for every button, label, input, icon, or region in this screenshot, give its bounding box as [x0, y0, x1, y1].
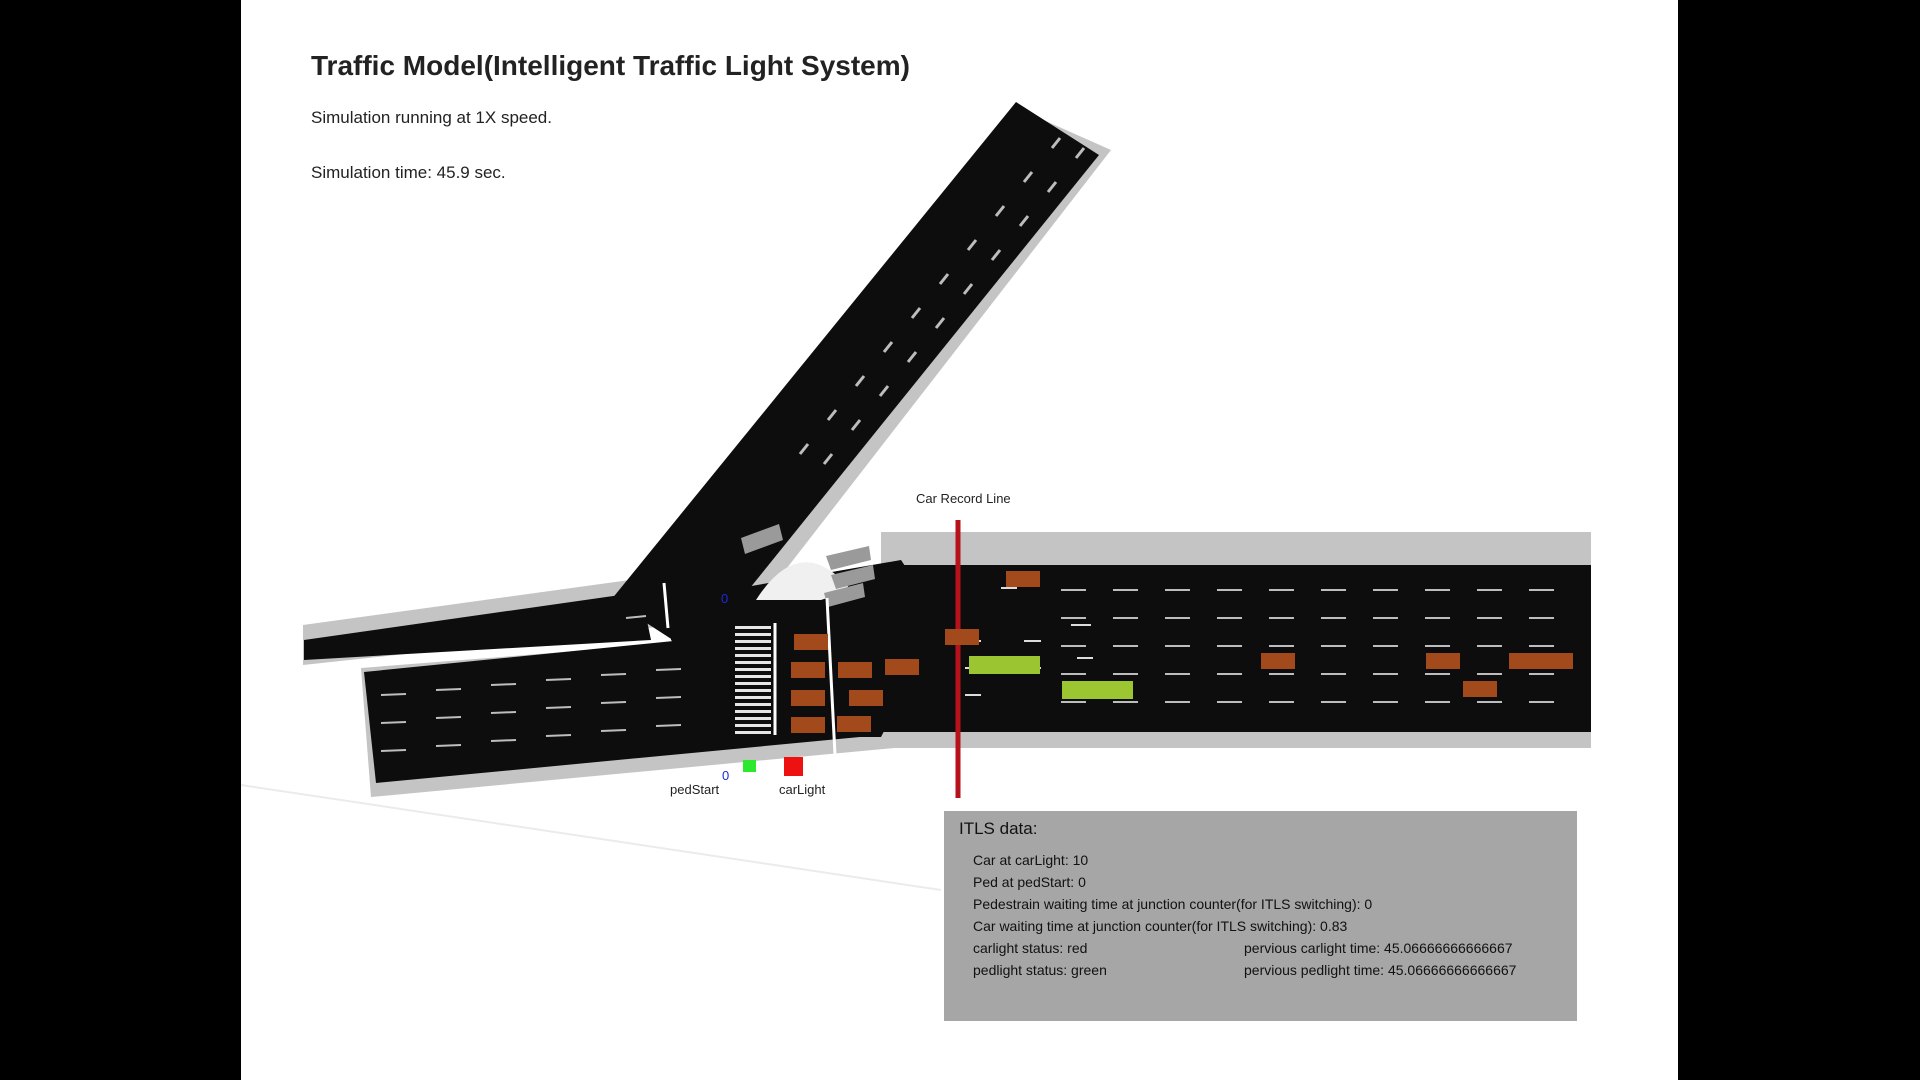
ped-wait-counter: Pedestrain waiting time at junction coun…	[973, 896, 1373, 912]
road-network: Car Record Line pedStart carLight 0 0	[241, 102, 1591, 891]
traffic-island	[756, 562, 851, 600]
stop-lines	[662, 582, 837, 756]
car-light-label: carLight	[779, 782, 826, 797]
roads	[304, 102, 1591, 783]
ped-start-label: pedStart	[670, 782, 720, 797]
prev-carlight-time: pervious carlight time: 45.0666666666666…	[1244, 940, 1513, 956]
bus	[1062, 681, 1133, 699]
car	[1509, 653, 1573, 669]
ped-light	[743, 760, 756, 772]
car	[1426, 653, 1460, 669]
itls-panel-title: ITLS data:	[959, 819, 1038, 838]
bus	[969, 656, 1040, 674]
car	[838, 662, 872, 678]
car	[791, 717, 825, 733]
car	[837, 716, 871, 732]
car	[1261, 653, 1295, 669]
buses	[969, 656, 1133, 699]
car	[849, 690, 883, 706]
crosswalk-left	[735, 626, 771, 734]
car-at-carlight: Car at carLight: 10	[973, 852, 1089, 868]
ground-line	[241, 784, 942, 891]
car	[1006, 571, 1040, 587]
left-lane-marks	[380, 615, 682, 752]
car	[791, 662, 825, 678]
ped-count-upper: 0	[721, 591, 728, 606]
car-wait-counter: Car waiting time at junction counter(for…	[973, 918, 1348, 934]
prev-pedlight-time: pervious pedlight time: 45.0666666666666…	[1244, 962, 1517, 978]
crosswalk-upper	[741, 524, 875, 607]
car-record-line-label: Car Record Line	[916, 491, 1011, 506]
itls-data-panel: ITLS data: Car at carLight: 10 Ped at pe…	[944, 811, 1577, 1021]
simulation-canvas: Car Record Line pedStart carLight 0 0 Tr…	[241, 0, 1678, 1080]
car	[791, 690, 825, 706]
car	[885, 659, 919, 675]
car-light	[784, 757, 803, 776]
right-lane-marks	[1061, 589, 1554, 703]
ped-at-pedstart: Ped at pedStart: 0	[973, 874, 1086, 890]
simulation-time: Simulation time: 45.9 sec.	[311, 163, 506, 182]
cars	[791, 571, 1573, 733]
simulation-speed: Simulation running at 1X speed.	[311, 108, 552, 127]
car	[794, 634, 828, 650]
car	[1463, 681, 1497, 697]
pedlight-status: pedlight status: green	[973, 962, 1107, 978]
carlight-status: carlight status: red	[973, 940, 1088, 956]
diagonal-lane-marks	[798, 137, 1086, 465]
ped-count-lower: 0	[722, 768, 729, 783]
car	[945, 629, 979, 645]
page-title: Traffic Model(Intelligent Traffic Light …	[311, 50, 910, 81]
